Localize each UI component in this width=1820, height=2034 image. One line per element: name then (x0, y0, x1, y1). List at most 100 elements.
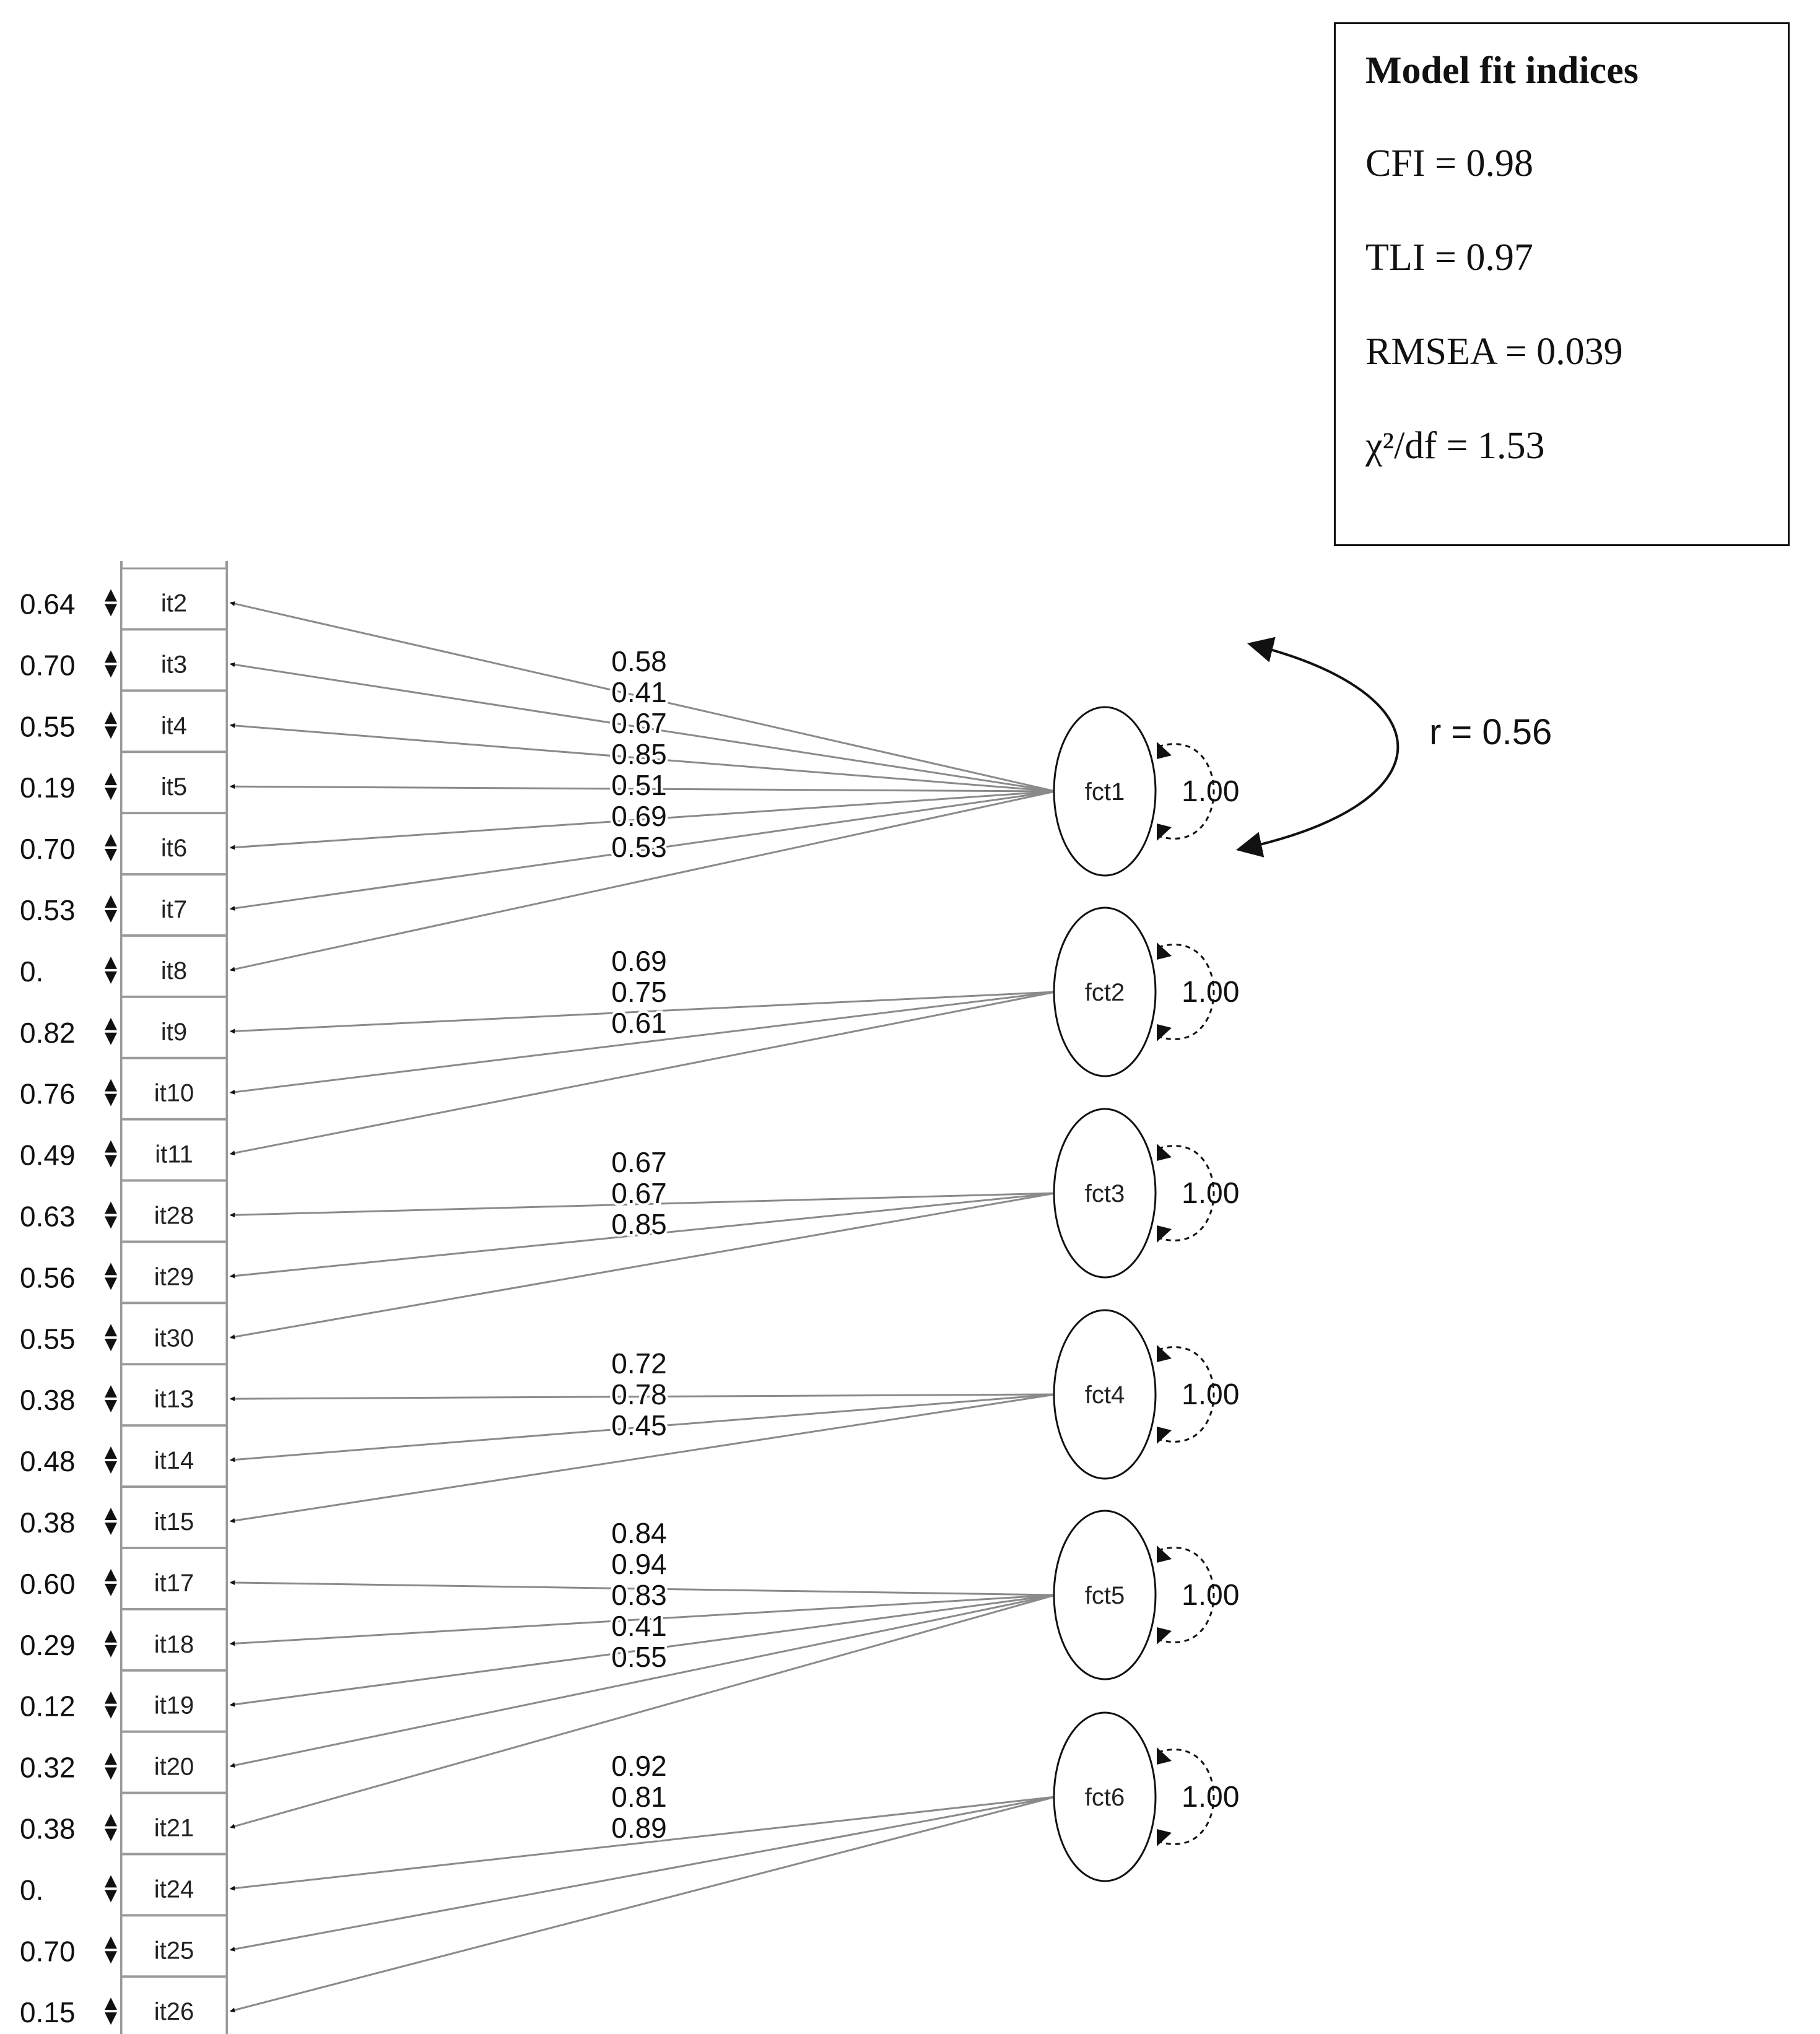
loading-path-it9 (230, 991, 1056, 1034)
residual-arrow-down-it7 (105, 910, 117, 923)
loading-path-it21 (230, 1594, 1056, 1829)
loading-label-it5: 0.85 (611, 738, 667, 770)
residual-label-it25: 0.70 (20, 1935, 76, 1967)
loading-path-it29 (230, 1192, 1056, 1279)
factor-correlation: r = 0.56 (1235, 637, 1552, 858)
residual-arrow-up-it2 (105, 589, 117, 602)
residual-labels: 0.64 0.70 0.55 0.19 0.70 0.53 0. 0.82 0.76 0.49 0.… (20, 588, 117, 2028)
indicator-box-it28 (120, 1180, 228, 1243)
factor-ellipse-fct1 (1053, 706, 1157, 877)
factor-label-fct6: fct6 (1085, 1784, 1125, 1811)
indicator-box-it19 (120, 1669, 228, 1732)
loading-label-it2: 0.58 (611, 645, 667, 677)
variance-arrow-up-fct1 (1157, 742, 1172, 759)
loading-path-it7 (230, 790, 1056, 911)
loading-label-it13: 0.72 (611, 1347, 667, 1380)
variance-arrow-down-fct1 (1157, 824, 1172, 841)
loading-path-it4 (230, 723, 1056, 793)
residual-label-it30: 0.55 (20, 1323, 76, 1355)
loading-path-it26 (230, 1796, 1056, 2013)
residual-arrow-up-it15 (105, 1507, 117, 1520)
indicator-label-it24: it24 (154, 1875, 194, 1903)
residual-arrow-up-it8 (105, 956, 117, 969)
loading-label-it21: 0.55 (611, 1641, 667, 1673)
residual-arrow-up-it3 (105, 650, 117, 663)
fit-cfi: CFI = 0.98 (1365, 142, 1533, 185)
residual-label-it11: 0.49 (20, 1139, 76, 1171)
residual-arrow-up-it26 (105, 1997, 117, 2010)
loading-labels: 0.580.410.670.850.510.690.530.690.750.61… (609, 643, 669, 1846)
factor-ellipse-fct4 (1053, 1309, 1157, 1480)
loading-label-it4: 0.67 (611, 707, 667, 739)
residual-arrow-up-it5 (105, 773, 117, 786)
indicator-label-it13: it13 (154, 1386, 194, 1413)
residual-arrow-down-it11 (105, 1155, 117, 1168)
residual-arrow-up-it24 (105, 1875, 117, 1888)
residual-arrow-down-it6 (105, 849, 117, 862)
residual-label-it28: 0.63 (20, 1200, 76, 1232)
loading-label-it19: 0.83 (611, 1579, 667, 1611)
indicator-label-it8: it8 (161, 957, 187, 984)
residual-label-it18: 0.29 (20, 1629, 76, 1661)
residual-arrow-down-it15 (105, 1522, 117, 1535)
loading-label-it3: 0.41 (611, 676, 667, 708)
loading-path-it11 (230, 991, 1056, 1156)
residual-label-it17: 0.60 (20, 1568, 76, 1600)
residual-arrow-up-it10 (105, 1079, 117, 1092)
residual-label-it5: 0.19 (20, 771, 76, 804)
indicator-box-it14 (120, 1425, 228, 1488)
loading-label-it11: 0.61 (611, 1007, 667, 1039)
indicator-box-it5 (120, 751, 228, 814)
residual-arrow-up-it18 (105, 1630, 117, 1643)
residual-arrow-down-it13 (105, 1400, 117, 1413)
factor-ellipse-fct3 (1053, 1108, 1157, 1279)
residual-label-it20: 0.32 (20, 1752, 76, 1784)
variance-loop-fct3 (1157, 1145, 1215, 1241)
indicator-box-it2 (120, 567, 228, 630)
loading-label-it26: 0.89 (611, 1812, 667, 1844)
variance-label-fct3: 1.00 (1182, 1177, 1239, 1210)
residual-label-it7: 0.53 (20, 894, 76, 926)
indicator-label-it15: it15 (154, 1508, 194, 1536)
loading-path-it19 (230, 1594, 1056, 1707)
residual-arrow-down-it29 (105, 1277, 117, 1290)
indicator-label-it17: it17 (154, 1570, 194, 1597)
loading-label-it6: 0.51 (611, 769, 667, 801)
variance-loop-fct1 (1157, 743, 1215, 840)
residual-label-it2: 0.64 (20, 588, 76, 620)
residual-label-it10: 0.76 (20, 1078, 76, 1110)
indicator-label-it3: it3 (161, 651, 187, 678)
variance-arrow-up-fct5 (1157, 1545, 1172, 1563)
loading-path-it2 (230, 601, 1056, 793)
residual-label-it15: 0.38 (20, 1506, 76, 1539)
factor-label-fct4: fct4 (1085, 1381, 1125, 1409)
indicator-label-it30: it30 (154, 1324, 194, 1352)
loading-label-it7: 0.69 (611, 800, 667, 832)
residual-label-it9: 0.82 (20, 1017, 76, 1049)
loading-path-it14 (230, 1393, 1056, 1462)
indicator-label-it21: it21 (154, 1814, 194, 1841)
loading-label-it8: 0.53 (611, 831, 667, 863)
residual-arrow-down-it24 (105, 1890, 117, 1903)
residual-arrow-down-it14 (105, 1461, 117, 1474)
residual-label-it26: 0.15 (20, 1996, 76, 2028)
residual-arrow-down-it18 (105, 1645, 117, 1658)
loading-path-it15 (230, 1393, 1056, 1523)
indicator-label-it4: it4 (161, 712, 187, 739)
residual-label-it14: 0.48 (20, 1445, 76, 1477)
residual-label-it24: 0. (20, 1874, 43, 1906)
loading-path-it18 (230, 1594, 1056, 1646)
factor-ellipse-fct2 (1053, 906, 1157, 1077)
loading-path-it20 (230, 1594, 1056, 1768)
indicator-label-it9: it9 (161, 1019, 187, 1046)
residual-label-it6: 0.70 (20, 833, 76, 865)
residual-arrow-down-it21 (105, 1828, 117, 1841)
residual-arrow-down-it3 (105, 665, 117, 678)
loading-label-it29: 0.67 (611, 1177, 667, 1209)
residual-label-it13: 0.38 (20, 1384, 76, 1416)
variance-loop-fct5 (1157, 1547, 1215, 1643)
residual-arrow-down-it26 (105, 2012, 117, 2025)
factor-correlation-arc (1235, 637, 1400, 858)
loading-label-it15: 0.45 (611, 1409, 667, 1441)
